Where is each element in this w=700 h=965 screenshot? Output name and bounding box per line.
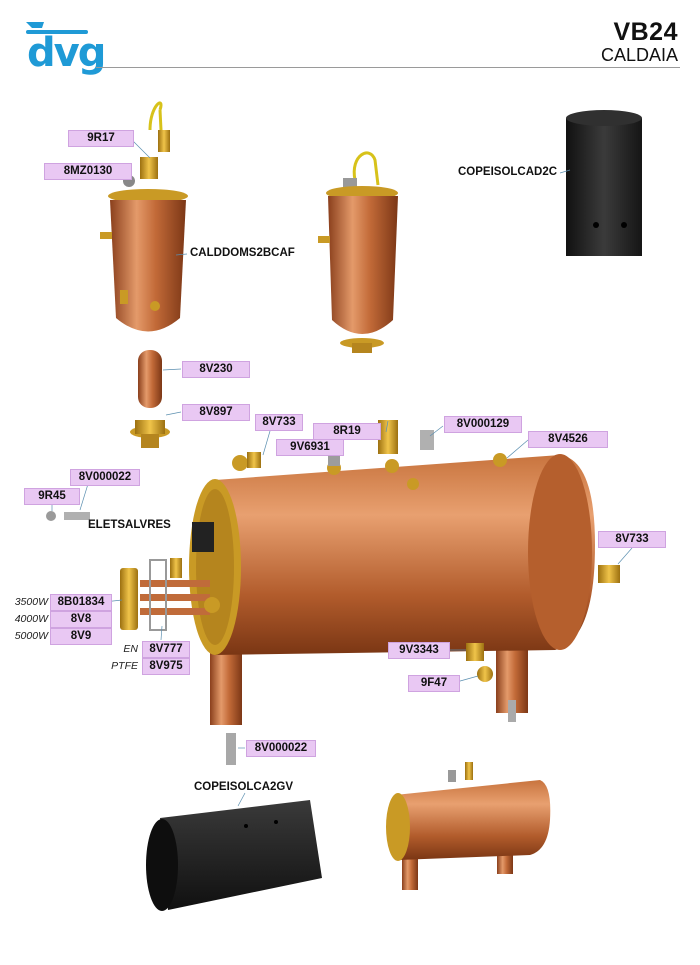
horizontal-boiler [189,420,620,725]
insulation-vertical [566,110,642,256]
part-tag-8v230[interactable]: 8V230 [182,361,250,378]
brand-wordmark: dvg [27,30,106,76]
gasket-ptfe: PTFE [111,660,138,672]
part-tag-9f47[interactable]: 9F47 [408,675,460,692]
part-tag-8v9[interactable]: 8V9 [50,628,112,645]
section-title: CALDAIA [600,45,678,65]
dvg-logo [26,22,88,34]
header-divider [96,67,680,68]
vertical-boiler-exploded [100,101,188,332]
part-tag-8b01834[interactable]: 8B01834 [50,594,112,611]
part-tag-8v000022-bottom[interactable]: 8V000022 [246,740,316,757]
wattage-4000: 4000W [14,613,48,625]
part-label-calddoms2bcaf[interactable]: CALDDOMS2BCAF [190,247,295,259]
part-tag-8r19[interactable]: 8R19 [313,423,381,440]
part-tag-8v4526[interactable]: 8V4526 [528,431,608,448]
part-tag-8v975[interactable]: 8V975 [142,658,190,675]
part-tag-8v777[interactable]: 8V777 [142,641,190,658]
part-tag-8mz0130[interactable]: 8MZ0130 [44,163,132,180]
wattage-5000: 5000W [14,630,48,642]
small-fittings [46,511,236,765]
part-tag-8v733-top[interactable]: 8V733 [255,414,303,431]
gasket-en: EN [123,643,138,655]
part-tag-8v000022-top[interactable]: 8V000022 [70,469,140,486]
heating-element-small [130,350,170,448]
part-tag-8v897[interactable]: 8V897 [182,404,250,421]
boiler-preview [386,762,551,890]
part-label-copeisolca2gv[interactable]: COPEISOLCA2GV [194,781,294,793]
part-label-eletsalvres[interactable]: ELETSALVRES [88,519,171,531]
part-tag-8v8[interactable]: 8V8 [50,611,112,628]
part-label-copeisolcad2c[interactable]: COPEISOLCAD2C [458,166,558,178]
wattage-3500: 3500W [14,596,48,608]
insulation-horizontal [146,800,322,911]
part-tag-9v3343[interactable]: 9V3343 [388,642,450,659]
part-tag-9r45[interactable]: 9R45 [24,488,80,505]
part-tag-9v6931[interactable]: 9V6931 [276,439,344,456]
model-title: VB24 [613,18,678,46]
heating-element-large [120,558,220,631]
vertical-boiler-assembled [318,151,398,353]
part-tag-8v000129[interactable]: 8V000129 [444,416,522,433]
part-tag-8v733-right[interactable]: 8V733 [598,531,666,548]
part-tag-9r17[interactable]: 9R17 [68,130,134,147]
